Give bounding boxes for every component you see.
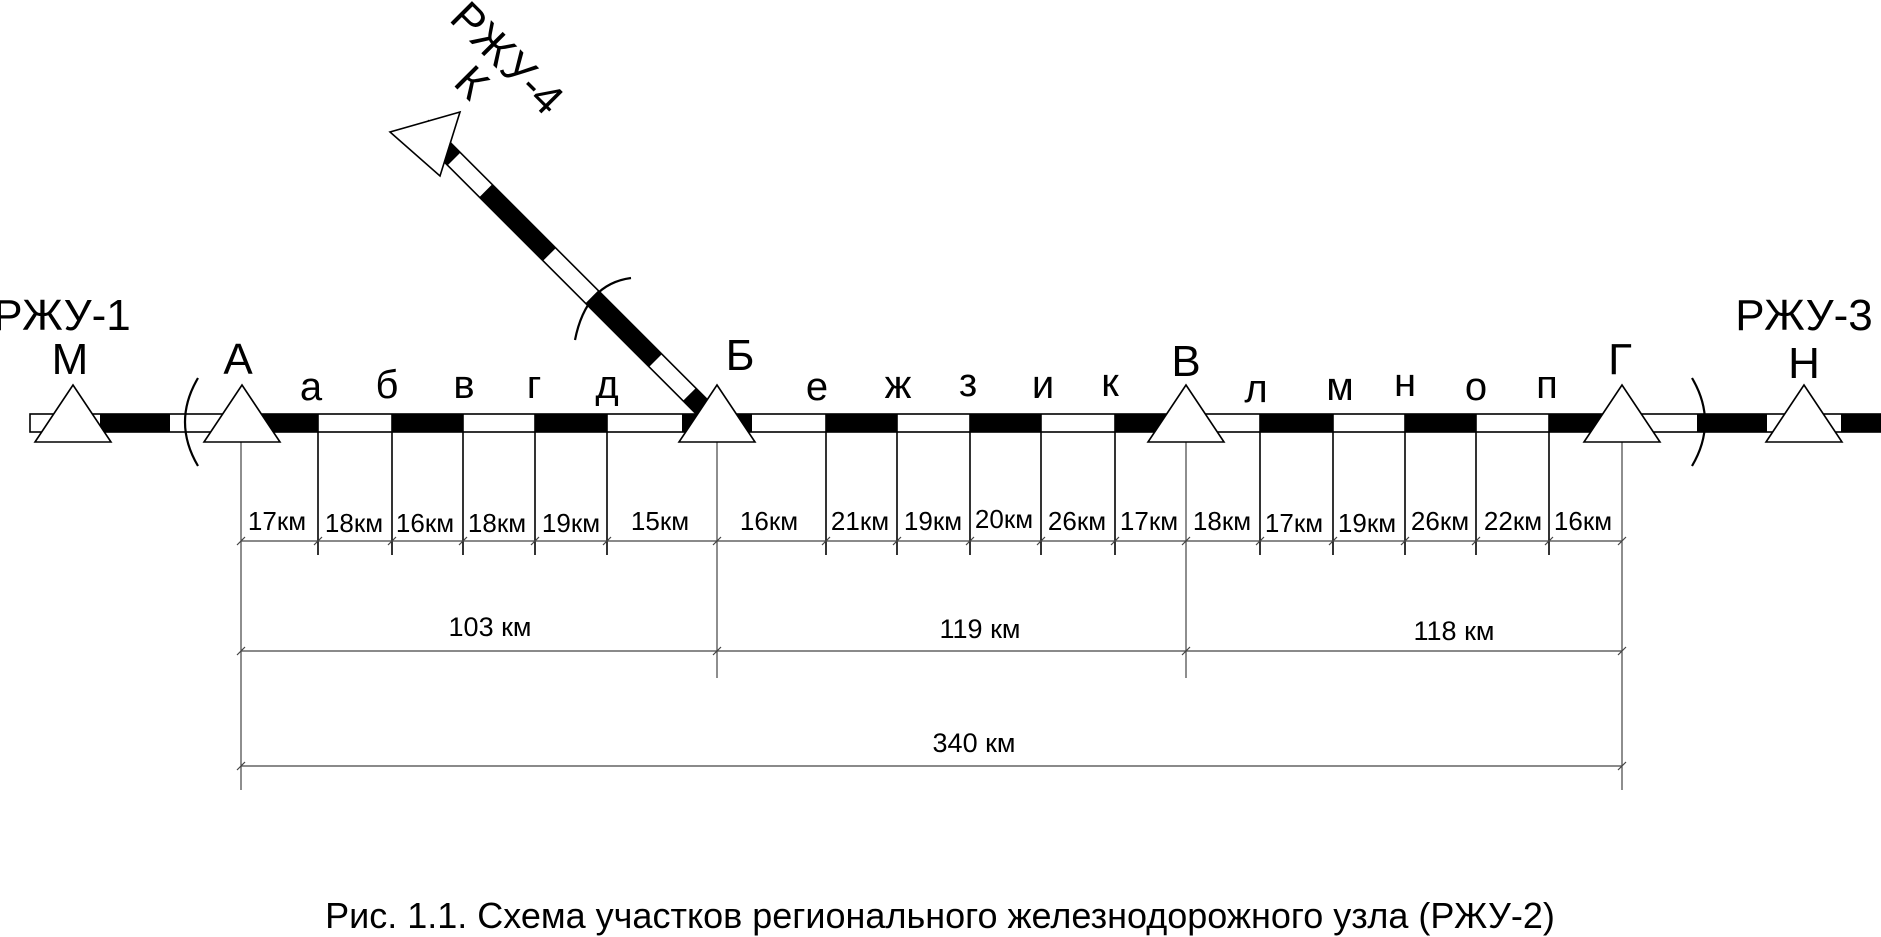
stop-label: е <box>806 365 828 409</box>
station-label: В <box>1171 337 1200 386</box>
dimension-tick <box>712 536 722 546</box>
dimension-tick <box>387 536 397 546</box>
dimension-tick <box>458 536 468 546</box>
stop-label: г <box>527 363 542 407</box>
segment-distance: 17км <box>1265 508 1323 538</box>
segment-distance: 26км <box>1048 506 1106 536</box>
dimension-tick <box>530 536 540 546</box>
station-label: Б <box>726 331 755 380</box>
stop-label: и <box>1032 363 1054 407</box>
figure-caption: Рис. 1.1. Схема участков регионального ж… <box>325 895 1555 936</box>
segment-distance: 20км <box>975 504 1033 534</box>
total-distance: 340 км <box>933 728 1016 758</box>
dimension-tick <box>1617 646 1627 656</box>
stop-label: а <box>300 365 323 409</box>
segment-distance: 18км <box>468 508 526 538</box>
track-black-segment <box>392 414 463 432</box>
dimension-tick <box>313 536 323 546</box>
section-distance: 119 км <box>940 614 1021 644</box>
station-n-triangle <box>1764 383 1844 443</box>
right-boundary-bracket <box>1691 377 1707 467</box>
dimension-tick <box>1544 536 1554 546</box>
station-a-triangle <box>202 383 282 443</box>
segment-distance: 19км <box>542 508 600 538</box>
external-left-letter: М <box>52 335 89 384</box>
stop-label: м <box>1326 365 1354 409</box>
stop-label: п <box>1536 363 1558 407</box>
dimension-tick <box>1400 536 1410 546</box>
dimension-tick <box>1036 536 1046 546</box>
stop-label: к <box>1101 361 1119 405</box>
station-v-triangle <box>1146 383 1226 443</box>
station-label: Г <box>1608 335 1632 384</box>
track-black-segment <box>970 414 1041 432</box>
station-m-triangle <box>33 383 113 443</box>
segment-distance: 18км <box>325 508 383 538</box>
track-black-segment <box>100 414 170 432</box>
dimension-tick <box>892 536 902 546</box>
dimension-tick <box>1110 536 1120 546</box>
segment-distance: 21км <box>831 506 889 536</box>
segment-distance: 26км <box>1411 506 1469 536</box>
dimension-lines <box>240 440 1623 790</box>
stop-label: з <box>959 361 977 405</box>
track-black-segment <box>1260 414 1333 432</box>
dimension-tick <box>821 536 831 546</box>
track-black-segment <box>1697 414 1767 432</box>
dimension-tick <box>1255 536 1265 546</box>
segment-distance: 17км <box>1120 506 1178 536</box>
stop-label: ж <box>885 363 912 407</box>
external-left-name: РЖУ-1 <box>0 291 131 340</box>
section-distance: 103 км <box>449 612 532 642</box>
branch-boundary-bracket <box>573 276 632 341</box>
track-black-segment <box>535 414 607 432</box>
track-black-segment <box>1405 414 1476 432</box>
segment-distance: 19км <box>904 506 962 536</box>
dimension-tick <box>965 536 975 546</box>
track-black-segment <box>1841 414 1881 432</box>
stop-label: д <box>595 363 618 407</box>
dimension-tick <box>1328 536 1338 546</box>
stop-label: л <box>1244 367 1267 411</box>
station-g-triangle <box>1582 383 1662 443</box>
dimension-tick <box>1471 536 1481 546</box>
external-right-name: РЖУ-3 <box>1735 291 1873 340</box>
dimension-tick <box>1181 536 1191 546</box>
left-boundary-bracket <box>183 377 199 467</box>
dimension-tick <box>1617 536 1627 546</box>
dimension-tick <box>1617 761 1627 771</box>
section-distance: 118 км <box>1414 616 1495 646</box>
dimension-tick <box>236 536 246 546</box>
track-black-segment <box>826 414 897 432</box>
dimension-tick <box>602 536 612 546</box>
station-k-triangle <box>388 110 462 178</box>
dimension-tick <box>236 646 246 656</box>
segment-distance: 18км <box>1193 506 1251 536</box>
segment-distance: 16км <box>1554 506 1612 536</box>
segment-distance: 15км <box>631 506 689 536</box>
track-ticks <box>317 414 1550 555</box>
station-label: А <box>223 335 253 384</box>
segment-distance: 17км <box>248 506 306 536</box>
segment-distance: 16км <box>740 506 798 536</box>
external-right-letter: Н <box>1788 339 1820 388</box>
stop-label: о <box>1465 365 1487 409</box>
station-b-triangle <box>677 383 757 443</box>
stop-label: н <box>1394 361 1416 405</box>
segment-distance: 19км <box>1338 508 1396 538</box>
stop-label: в <box>453 363 474 407</box>
dimension-tick <box>1181 646 1191 656</box>
dimension-tick <box>236 761 246 771</box>
dimension-tick <box>712 646 722 656</box>
segment-distance: 22км <box>1484 506 1542 536</box>
segment-distance: 16км <box>396 508 454 538</box>
stop-label: б <box>376 363 399 407</box>
segment-dimension-ticks <box>236 536 1627 771</box>
